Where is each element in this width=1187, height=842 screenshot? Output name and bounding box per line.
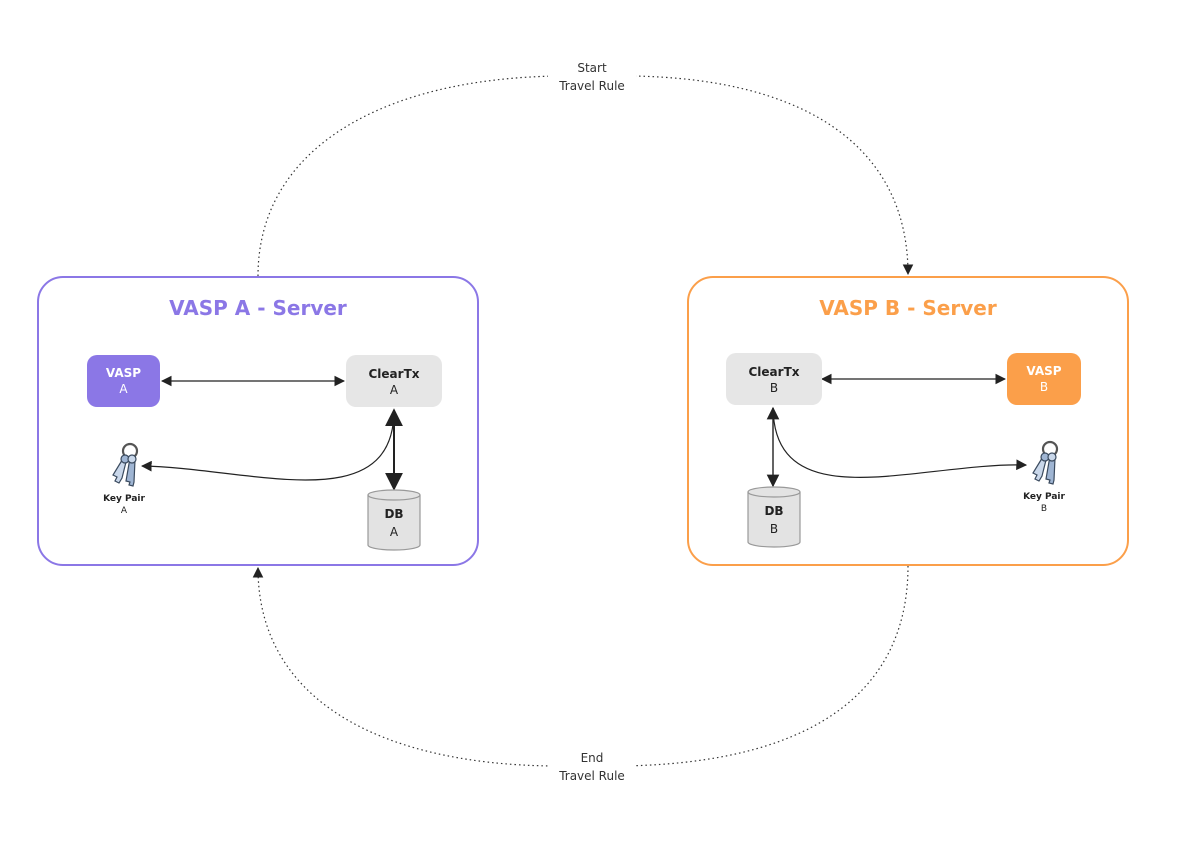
key-icon — [1032, 440, 1059, 485]
server-b-title: VASP B - Server — [819, 296, 997, 320]
key-icon — [112, 442, 139, 487]
vasp-a-node[interactable]: VASP A — [87, 355, 160, 407]
db-a-node[interactable]: DB A — [367, 489, 421, 551]
cleartx-a-node[interactable]: ClearTx A — [346, 355, 442, 407]
end-travel-rule-label: End Travel Rule — [548, 749, 636, 785]
start-travel-rule-label: Start Travel Rule — [548, 59, 636, 95]
db-b-node[interactable]: DB B — [747, 486, 801, 548]
database-icon — [747, 486, 801, 548]
vasp-b-node[interactable]: VASP B — [1007, 353, 1081, 405]
cleartx-b-node[interactable]: ClearTx B — [726, 353, 822, 405]
end-travel-rule-arc-right — [619, 565, 909, 767]
keypair-b: Key Pair B — [1009, 439, 1079, 515]
server-a-title: VASP A - Server — [169, 296, 347, 320]
start-travel-rule-arc-right — [629, 75, 914, 276]
start-travel-rule-arc — [257, 75, 561, 277]
database-icon — [367, 489, 421, 551]
keypair-a: Key Pair A — [89, 441, 159, 517]
